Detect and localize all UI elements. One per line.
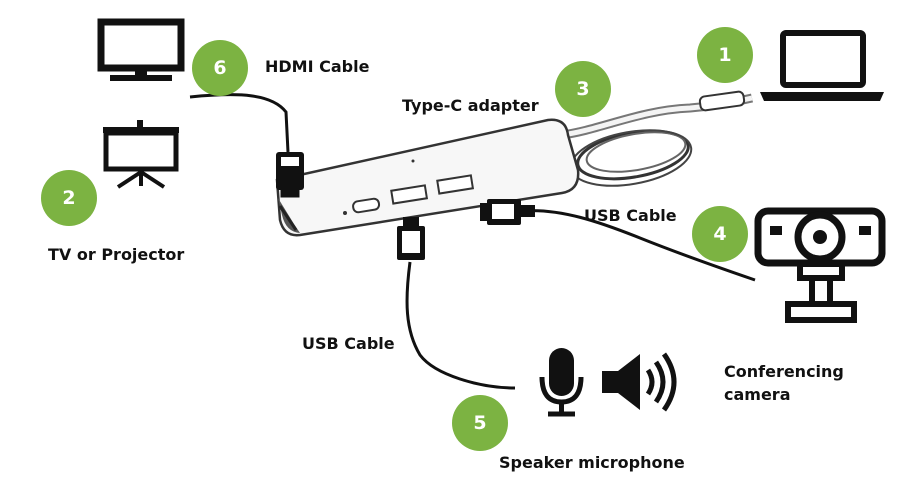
badge-tv-projector: 2 xyxy=(41,170,97,226)
camera-usb-cable-wire xyxy=(521,209,756,282)
speaker-icon xyxy=(602,352,677,412)
label-usb-cable-mic: USB Cable xyxy=(302,334,395,353)
label-hdmi-cable: HDMI Cable xyxy=(265,57,370,76)
badge-camera: 4 xyxy=(692,206,748,262)
mic-usb-cable-wire xyxy=(405,261,516,390)
hdmi-cable-wire xyxy=(189,93,290,153)
label-conferencing-camera-line2: camera xyxy=(724,385,791,404)
type-c-cable xyxy=(561,90,754,187)
laptop-icon xyxy=(760,30,884,101)
mic-usb-plug-icon xyxy=(397,217,425,260)
webcam-icon xyxy=(754,207,886,323)
label-speaker-microphone: Speaker microphone xyxy=(499,453,685,472)
label-usb-cable-camera: USB Cable xyxy=(584,206,677,225)
badge-speaker-mic: 5 xyxy=(452,395,508,451)
type-c-adapter-icon xyxy=(275,118,580,237)
badge-adapter: 3 xyxy=(555,61,611,117)
camera-usb-plug-icon xyxy=(480,199,535,225)
badge-laptop: 1 xyxy=(697,27,753,83)
label-tv-or-projector: TV or Projector xyxy=(48,245,185,264)
tv-icon xyxy=(97,18,185,81)
badge-hdmi: 6 xyxy=(192,40,248,96)
hdmi-plug-icon xyxy=(276,152,304,198)
label-type-c-adapter: Type-C adapter xyxy=(402,96,539,115)
microphone-icon xyxy=(539,348,584,417)
projector-icon xyxy=(103,120,179,189)
label-conferencing-camera-line1: Conferencing xyxy=(724,362,844,381)
